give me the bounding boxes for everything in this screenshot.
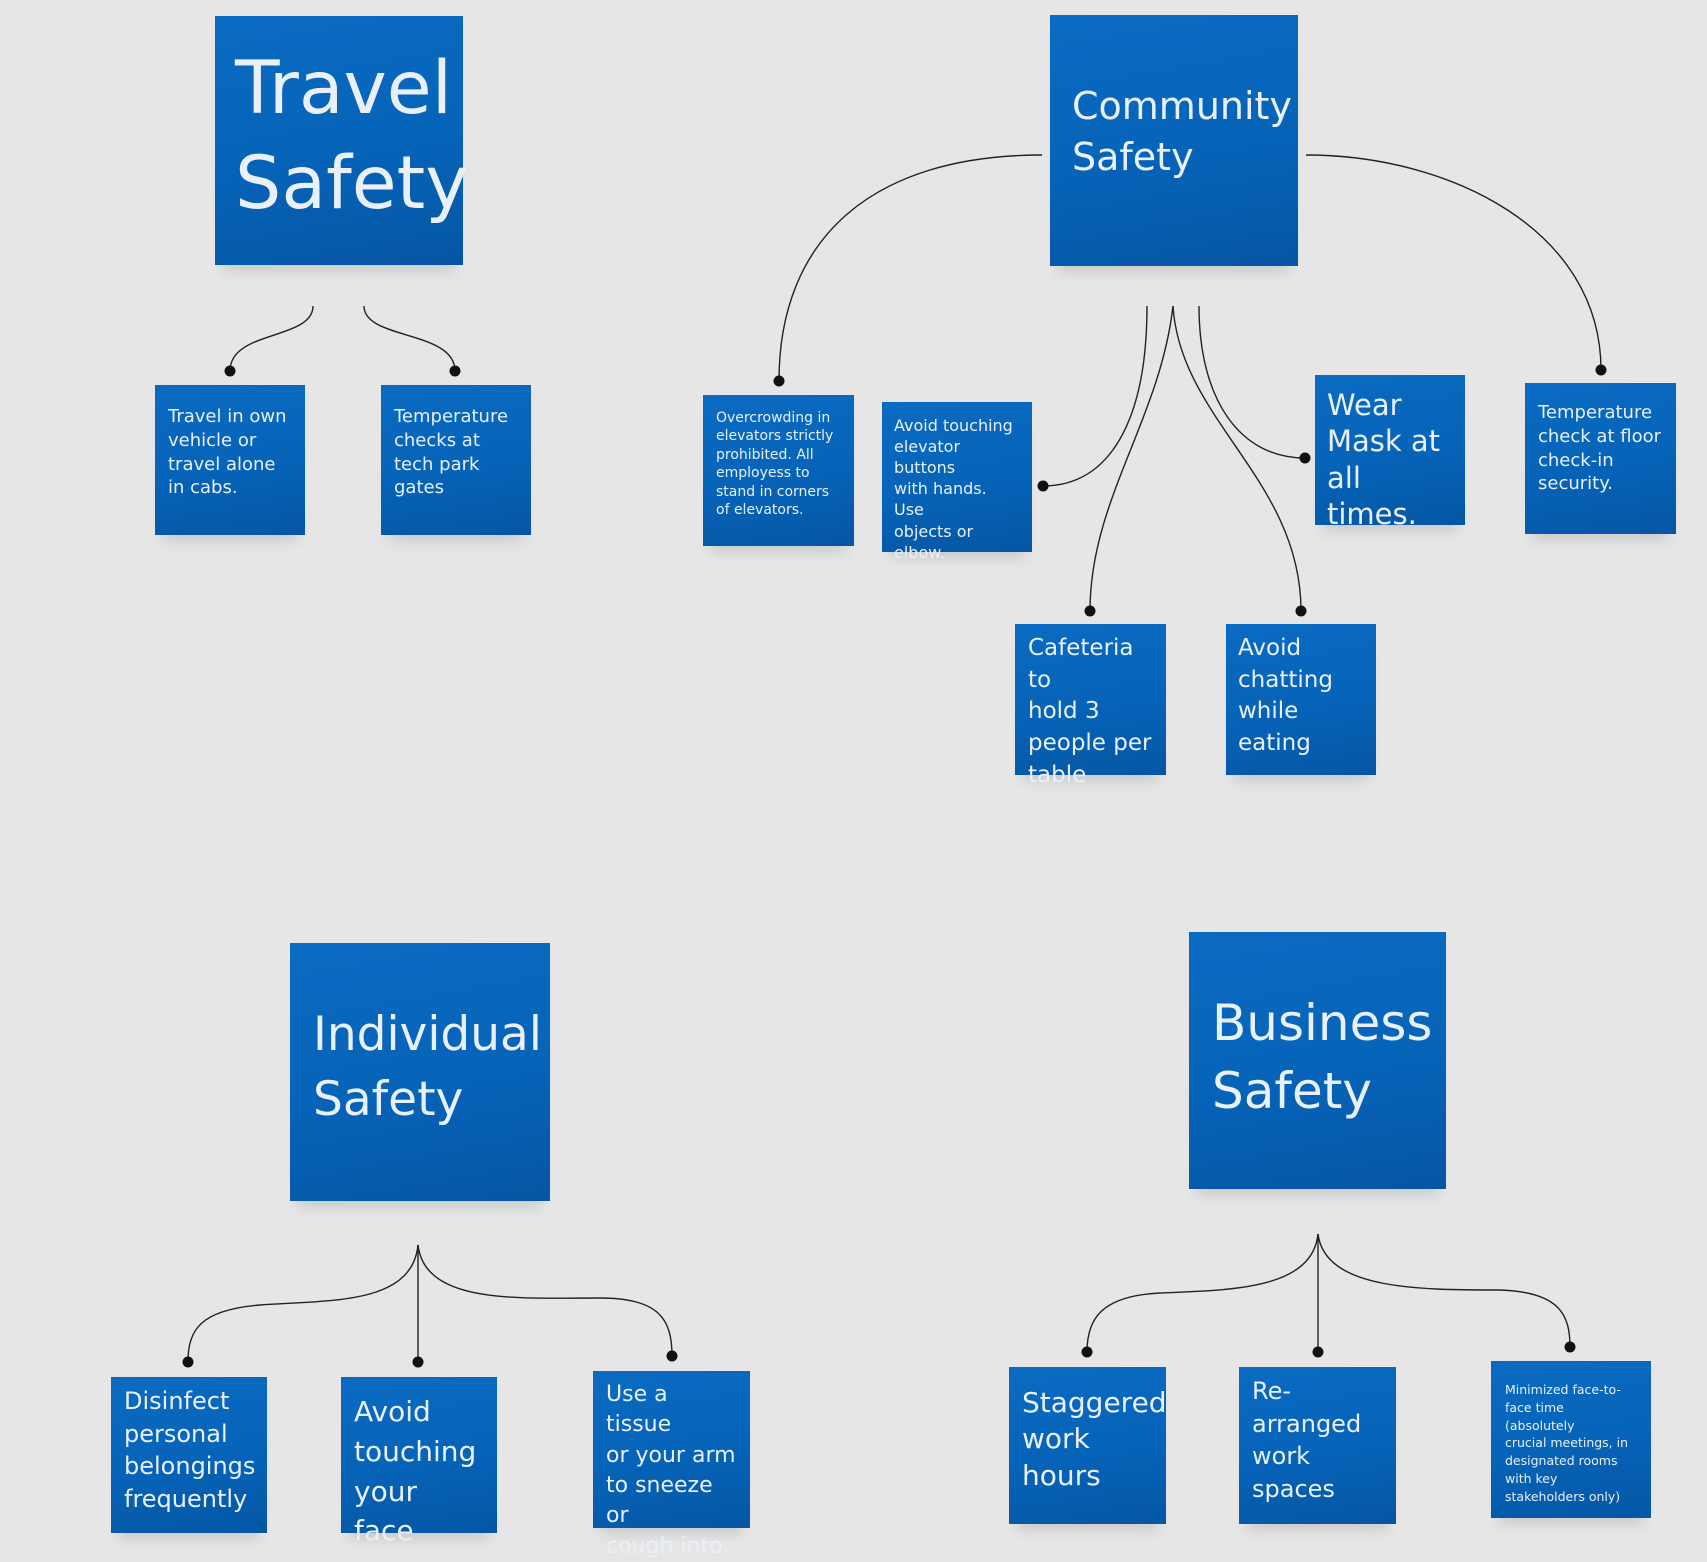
connector-dot (773, 375, 785, 387)
note-text: Temperature checks at tech park gates (394, 406, 509, 499)
connector (778, 154, 1043, 382)
connector-dot (666, 1350, 678, 1362)
note-text: Re- arranged work spaces (1252, 1377, 1362, 1503)
connector-dot (1081, 1346, 1093, 1358)
connector (1086, 1233, 1319, 1353)
connector-dot (449, 365, 461, 377)
community-note[interactable]: Temperature check at floor check-in secu… (1525, 383, 1676, 534)
travel-note[interactable]: Temperature checks at tech park gates (381, 385, 531, 535)
note-text: Community Safety (1072, 84, 1292, 180)
connector-dot (182, 1356, 194, 1368)
connector-dot (1295, 605, 1307, 617)
connector-dot (1595, 364, 1607, 376)
community-note[interactable]: Avoid chatting while eating (1226, 624, 1376, 775)
community-connectors (773, 154, 1607, 617)
connector-dot (1564, 1341, 1576, 1353)
note-text: Staggered work hours (1022, 1386, 1167, 1492)
business-note[interactable]: Staggered work hours (1009, 1367, 1167, 1524)
note-text: Cafeteria to hold 3 people per table (1028, 635, 1152, 788)
connector (1089, 305, 1174, 612)
individual-note[interactable]: Avoid touching your face (341, 1377, 497, 1547)
community-note[interactable]: Cafeteria to hold 3 people per table (1015, 624, 1166, 788)
note-text: Temperature check at floor check-in secu… (1538, 402, 1661, 495)
business-note[interactable]: Re- arranged work spaces (1239, 1367, 1396, 1524)
connector-dot (224, 365, 236, 377)
community-note[interactable]: Overcrowding in elevators strictly prohi… (703, 395, 854, 546)
travel-safety-title-note[interactable]: Travel Safety (215, 16, 469, 265)
connector (1198, 305, 1306, 459)
connector (229, 305, 314, 372)
note-text: Avoid chatting while eating (1238, 635, 1333, 757)
community-safety-title-note[interactable]: Community Safety (1050, 15, 1298, 266)
business-note[interactable]: Minimized face-to- face time (absolutely… (1491, 1361, 1651, 1518)
individual-note[interactable]: Disinfect personal belongings frequently (111, 1377, 267, 1533)
community-note[interactable]: Avoid touching elevator buttons with han… (882, 402, 1032, 562)
connector-dot (412, 1356, 424, 1368)
business-connectors (1081, 1233, 1576, 1358)
note-text: Wear Mask at all times. (1327, 388, 1441, 531)
individual-note[interactable]: Use a tissue or your arm to sneeze or co… (593, 1371, 750, 1559)
community-note[interactable]: Wear Mask at all times. (1315, 375, 1465, 531)
note-text: Travel in own vehicle or travel alone in… (168, 406, 287, 499)
travel-note[interactable]: Travel in own vehicle or travel alone in… (155, 385, 305, 535)
connector (363, 305, 456, 372)
connector (417, 1244, 673, 1357)
connector (1172, 305, 1302, 612)
connector-dot (1084, 605, 1096, 617)
connector-dot (1312, 1346, 1324, 1358)
individual-safety-title-note[interactable]: Individual Safety (290, 943, 550, 1201)
connector (1042, 305, 1148, 487)
note-text: Avoid touching elevator buttons with han… (894, 416, 1013, 562)
connector-dot (1299, 452, 1311, 464)
travel-connectors (224, 305, 461, 377)
connector (187, 1244, 419, 1363)
connector (1305, 154, 1602, 371)
note-text: Use a tissue or your arm to sneeze or co… (606, 1382, 736, 1559)
note-text: Avoid touching your face (354, 1395, 477, 1548)
note-text: Individual Safety (313, 1007, 542, 1127)
business-safety-title-note[interactable]: Business Safety (1189, 932, 1446, 1189)
individual-connectors (182, 1244, 678, 1368)
note-text: Travel Safety (235, 46, 469, 226)
note-text: Overcrowding in elevators strictly prohi… (716, 410, 834, 519)
note-text: Business Safety (1212, 994, 1433, 1120)
note-text: Minimized face-to- face time (absolutely… (1505, 1382, 1629, 1504)
connector-dot (1037, 480, 1049, 492)
connector (1317, 1233, 1571, 1348)
note-text: Disinfect personal belongings frequently (124, 1387, 256, 1513)
